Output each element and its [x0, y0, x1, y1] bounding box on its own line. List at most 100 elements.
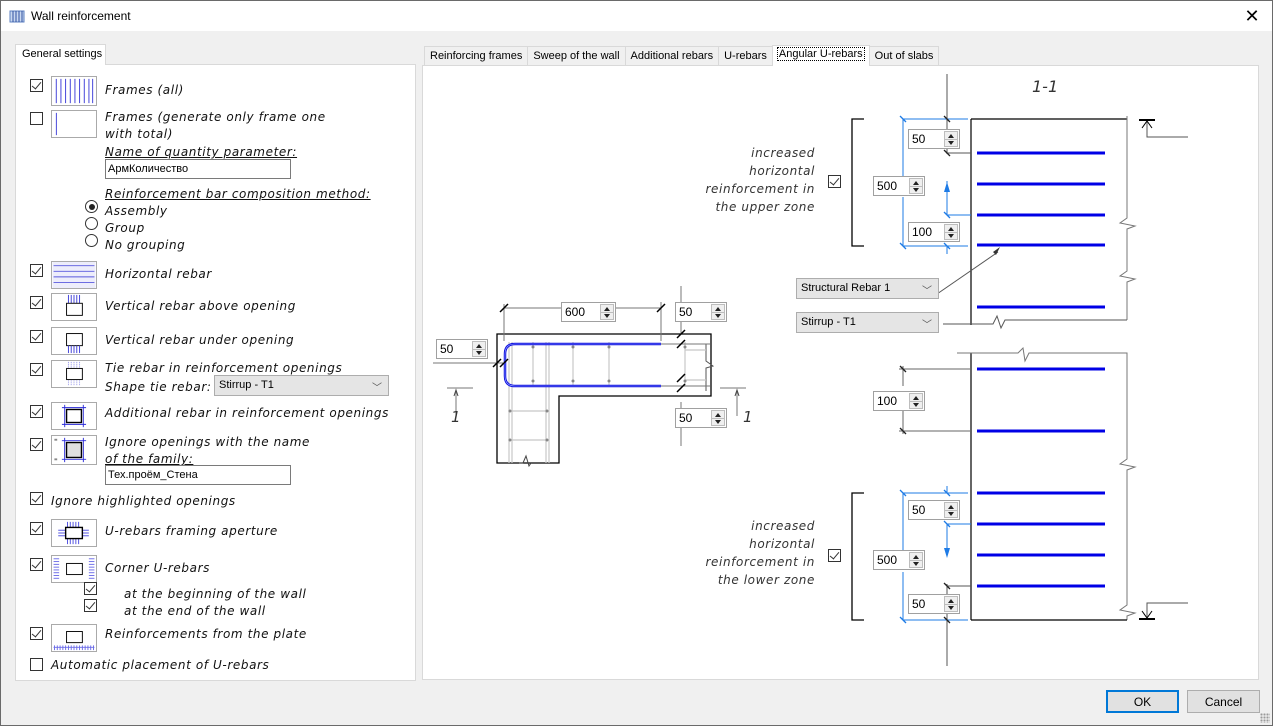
u-rebars-framing-label: U-rebars framing aperture: [105, 524, 278, 538]
spinner-arrows-icon[interactable]: [944, 596, 958, 612]
title-bar: Wall reinforcement ✕: [1, 1, 1272, 31]
frames-one-label-line2: with total): [105, 127, 173, 141]
corner-u-rebars-thumbnail: [51, 555, 97, 583]
upper-zone-height-spinner[interactable]: 500: [873, 176, 925, 196]
lower-zone-spacing-spinner[interactable]: 50: [908, 500, 960, 520]
single-bar-icon: [55, 112, 57, 136]
opening-ignore-icon: [54, 437, 87, 463]
upper-zone-label-3: reinforcement in: [706, 182, 815, 196]
tab-angular-u-rebars-label: Angular U-rebars: [776, 47, 865, 61]
middle-spacing-spinner[interactable]: 100: [873, 391, 925, 411]
u-rebars-framing-thumbnail: [51, 519, 97, 547]
horizontal-rebar-checkbox[interactable]: [30, 264, 43, 277]
stirrup-type-value: Stirrup - T1: [801, 316, 856, 328]
spinner-arrows-icon[interactable]: [944, 131, 958, 147]
spinner-arrows-icon[interactable]: [944, 502, 958, 518]
frames-all-label: Frames (all): [105, 83, 184, 97]
additional-rebar-thumbnail: [51, 402, 97, 430]
spinner-arrows-icon[interactable]: [909, 178, 923, 194]
tab-angular-u-rebars[interactable]: Angular U-rebars: [771, 45, 870, 66]
vertical-above-checkbox[interactable]: [30, 296, 43, 309]
upper-zone-offset-spinner[interactable]: 50: [908, 129, 960, 149]
lower-zone-label-4: the lower zone: [718, 573, 815, 587]
ok-button[interactable]: OK: [1106, 690, 1179, 713]
lower-zone-height-spinner[interactable]: 500: [873, 550, 925, 570]
tab-reinforcing-frames[interactable]: Reinforcing frames: [424, 46, 529, 66]
composition-group-radio[interactable]: [85, 217, 98, 230]
spinner-arrows-icon[interactable]: [909, 552, 923, 568]
ignore-highlighted-checkbox[interactable]: [30, 492, 43, 505]
tab-u-rebars[interactable]: U-rebars: [718, 46, 773, 66]
resize-grip-icon[interactable]: [1260, 713, 1270, 723]
lower-zone-checkbox[interactable]: [828, 549, 841, 562]
ignore-family-thumbnail: [51, 435, 97, 465]
spinner-arrows-icon[interactable]: [600, 304, 614, 320]
plan-cover-top-right-value: 50: [679, 305, 693, 319]
composition-no-grouping-label: No grouping: [105, 238, 186, 252]
upper-zone-offset-value: 50: [912, 132, 926, 146]
opening-bottom-bars-icon: [66, 333, 83, 354]
quantity-param-input[interactable]: АрмКоличество: [105, 159, 291, 179]
cancel-button[interactable]: Cancel: [1187, 690, 1260, 713]
frames-all-checkbox[interactable]: [30, 79, 43, 92]
upper-zone-spacing-spinner[interactable]: 100: [908, 222, 960, 242]
rebar-type-value: Structural Rebar 1: [801, 282, 891, 294]
lower-zone-label-1: increased: [751, 519, 815, 533]
corner-at-beginning-checkbox[interactable]: [84, 582, 97, 595]
plan-cover-bottom-right-spinner[interactable]: 50: [675, 408, 727, 428]
lower-zone-offset-value: 50: [912, 597, 926, 611]
wall-outline: [496, 333, 712, 464]
opening-tie-bars-icon: [66, 361, 83, 387]
corner-u-rebars-checkbox[interactable]: [30, 558, 43, 571]
additional-rebar-checkbox[interactable]: [30, 405, 43, 418]
tie-rebar-checkbox[interactable]: [30, 363, 43, 376]
spinner-arrows-icon[interactable]: [909, 393, 923, 409]
plan-cover-left-spinner[interactable]: 50: [436, 339, 488, 359]
vertical-under-checkbox[interactable]: [30, 330, 43, 343]
tab-additional-rebars[interactable]: Additional rebars: [624, 46, 720, 66]
close-icon[interactable]: ✕: [1244, 5, 1260, 26]
lower-zone-spacing-value: 50: [912, 503, 926, 517]
composition-no-grouping-radio[interactable]: [85, 234, 98, 247]
lower-zone-label-3: reinforcement in: [706, 555, 815, 569]
spinner-arrows-icon[interactable]: [711, 410, 725, 426]
shape-tie-rebar-value: Stirrup - T1: [219, 379, 274, 391]
spinner-arrows-icon[interactable]: [944, 224, 958, 240]
frames-one-label-line1: Frames (generate only frame one: [105, 110, 326, 124]
section-title: 1-1: [1032, 77, 1058, 96]
tab-sweep-of-the-wall[interactable]: Sweep of the wall: [527, 46, 626, 66]
break-line-bottom: [519, 454, 532, 468]
from-plate-label: Reinforcements from the plate: [105, 627, 307, 641]
plan-length-spinner[interactable]: 600: [561, 302, 616, 322]
plan-cover-left-value: 50: [440, 342, 454, 356]
frames-one-thumbnail: [51, 110, 97, 138]
frames-one-checkbox[interactable]: [30, 112, 43, 125]
u-rebars-framing-checkbox[interactable]: [30, 522, 43, 535]
lower-zone-offset-spinner[interactable]: 50: [908, 594, 960, 614]
general-settings-panel: Frames (all) Frames (generate only frame…: [15, 64, 416, 681]
composition-assembly-radio[interactable]: [85, 200, 98, 213]
from-plate-checkbox[interactable]: [30, 627, 43, 640]
upper-zone-checkbox[interactable]: [828, 175, 841, 188]
ignore-family-input[interactable]: Тех.проём_Стена: [105, 465, 291, 485]
shape-tie-rebar-dropdown[interactable]: Stirrup - T1 ﹀: [214, 375, 389, 396]
corner-at-beginning-label: at the beginning of the wall: [124, 587, 307, 601]
rebar-type-dropdown[interactable]: Structural Rebar 1 ﹀: [796, 278, 939, 299]
middle-spacing-value: 100: [877, 394, 898, 408]
corner-at-end-checkbox[interactable]: [84, 599, 97, 612]
tab-out-of-slabs[interactable]: Out of slabs: [868, 46, 940, 66]
horizontal-rebar-label: Horizontal rebar: [105, 267, 212, 281]
quantity-param-label: Name of quantity parameter:: [105, 145, 298, 159]
ignore-family-checkbox[interactable]: [30, 438, 43, 451]
opening-top-bars-icon: [66, 294, 83, 316]
plan-cover-top-right-spinner[interactable]: 50: [675, 302, 727, 322]
auto-u-rebars-checkbox[interactable]: [30, 658, 43, 671]
composition-group-label: Group: [105, 221, 145, 235]
chevron-down-icon: ﹀: [372, 383, 382, 394]
tab-general-settings[interactable]: General settings: [15, 44, 106, 65]
upper-zone-bracket: [851, 118, 864, 247]
ignore-highlighted-label: Ignore highlighted openings: [51, 494, 236, 508]
spinner-arrows-icon[interactable]: [711, 304, 725, 320]
spinner-arrows-icon[interactable]: [472, 341, 486, 357]
stirrup-type-dropdown[interactable]: Stirrup - T1 ﹀: [796, 312, 939, 333]
